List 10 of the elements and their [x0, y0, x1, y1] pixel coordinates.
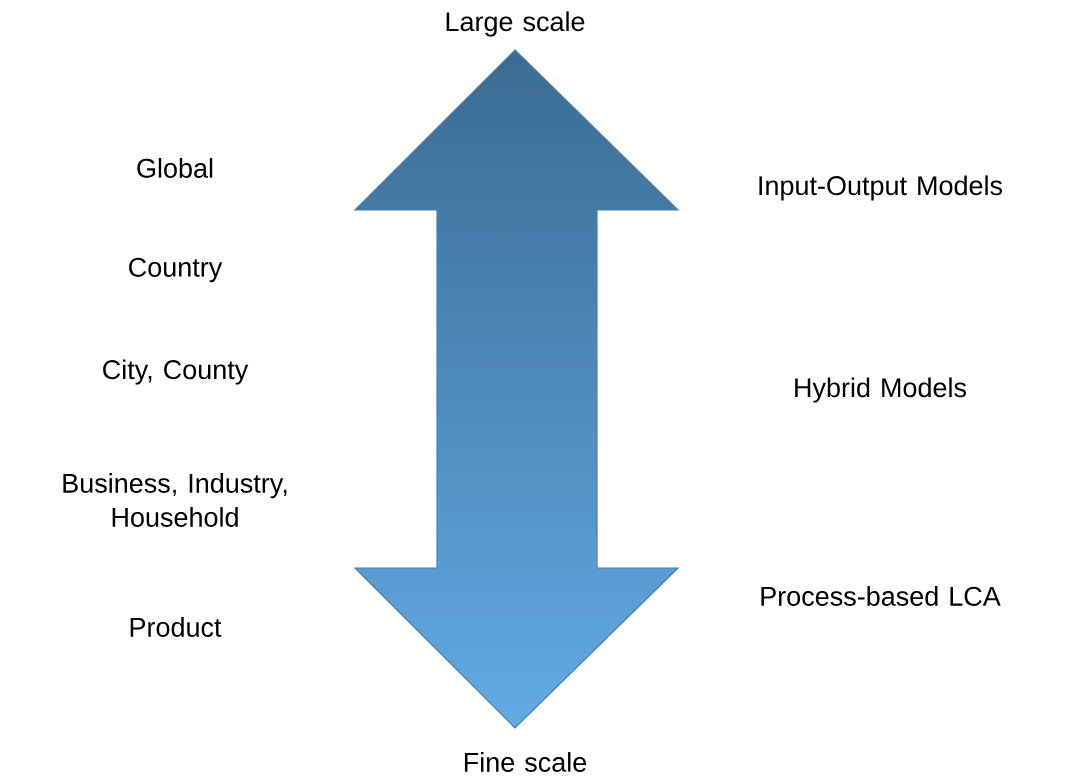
method-label: Hybrid Models — [795, 377, 966, 403]
level-label: Business, Industry, Household — [63, 473, 287, 527]
scale-label: Fine scale — [464, 752, 587, 772]
level-label: Country — [129, 257, 223, 283]
level-label: Product — [130, 617, 222, 637]
level-label: City, County — [103, 359, 249, 385]
scale-label: Large scale — [446, 11, 585, 37]
method-label: Input-Output Models — [759, 175, 1003, 201]
method-label: Process-based LCA — [761, 586, 1001, 606]
level-label: Global — [137, 158, 213, 178]
